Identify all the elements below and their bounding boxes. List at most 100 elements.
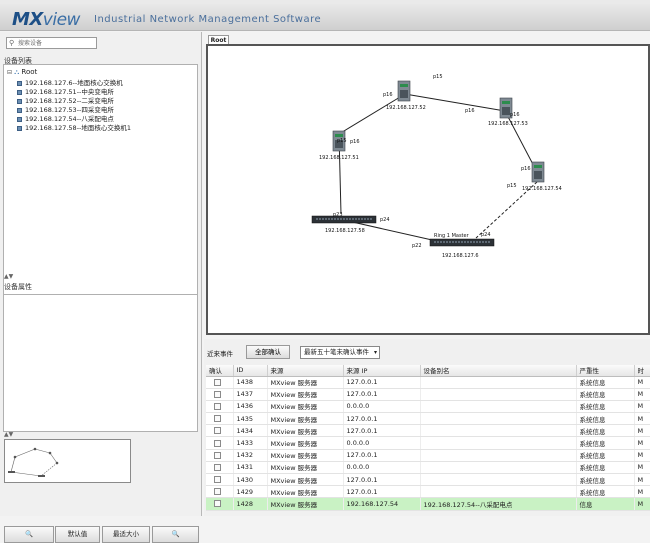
confirm-checkbox[interactable] [214, 427, 221, 435]
confirm-checkbox[interactable] [214, 500, 221, 508]
confirm-checkbox[interactable] [214, 439, 221, 447]
confirm-checkbox[interactable] [214, 378, 221, 386]
properties-panel [3, 294, 198, 432]
event-filter-select[interactable]: 最新五十笔未确认事件 ▾ [300, 346, 380, 359]
tree-item-device[interactable]: 192.168.127.6--地面核心交换机 [17, 77, 123, 87]
zoom-in-button[interactable]: 🔍 [4, 526, 54, 543]
tab-root[interactable]: Root [208, 35, 229, 45]
node-label: 192.168.127.53 [488, 121, 528, 127]
cell-alias [420, 424, 577, 438]
confirm-checkbox[interactable] [214, 390, 221, 398]
confirm-checkbox[interactable] [214, 451, 221, 459]
left-panel: ⚲ 设备列表 ⊟ ⛬ Root 192.168.127.6--地面核心交换机 1… [0, 32, 202, 543]
device-192-168-127-51[interactable] [332, 130, 346, 152]
col-id[interactable]: ID [233, 365, 268, 377]
tree-root[interactable]: ⊟ ⛬ Root [7, 68, 37, 77]
tree-item-device[interactable]: 192.168.127.52--二采变电所 [17, 95, 114, 105]
cell-id: 1434 [233, 424, 268, 438]
switch-icon [17, 125, 22, 131]
splitter-arrows-icon[interactable]: ▲▼ [4, 431, 14, 438]
collapse-icon[interactable]: ⊟ [7, 69, 13, 76]
port-label: p22 [412, 243, 422, 249]
event-filter-value: 最新五十笔未确认事件 [304, 348, 369, 356]
cell-id: 1432 [233, 449, 268, 462]
cell-time: M [634, 485, 650, 499]
cell-ip: 127.0.0.1 [343, 376, 421, 389]
cell-time: M [634, 449, 650, 462]
node-label: 192.168.127.6 [442, 253, 479, 259]
app-subtitle: Industrial Network Management Software [94, 14, 322, 25]
search-input[interactable] [18, 39, 94, 48]
cell-alias [420, 473, 577, 487]
confirm-checkbox[interactable] [214, 402, 221, 410]
default-zoom-button[interactable]: 默认值 [55, 526, 100, 543]
tree-item-device[interactable]: 192.168.127.51--中央变电所 [17, 86, 114, 96]
confirm-checkbox[interactable] [214, 415, 221, 423]
cell-id: 1430 [233, 473, 268, 487]
cell-ip: 127.0.0.1 [343, 424, 421, 438]
cell-id: 1433 [233, 436, 268, 450]
zoom-out-button[interactable]: 🔍 [152, 526, 199, 543]
cell-alias [420, 485, 577, 499]
link-58-6[interactable] [347, 220, 442, 243]
link-53-54[interactable] [504, 110, 538, 173]
confirm-checkbox[interactable] [214, 476, 221, 484]
fit-size-button[interactable]: 最适大小 [102, 526, 150, 543]
splitter-arrows-icon[interactable]: ▲▼ [4, 273, 14, 280]
col-source[interactable]: 来源 [267, 365, 344, 377]
col-severity[interactable]: 严重性 [576, 365, 635, 377]
cell-id: 1435 [233, 412, 268, 426]
col-alias[interactable]: 设备别名 [420, 365, 577, 377]
cell-ip: 0.0.0.0 [343, 436, 421, 450]
topology-view[interactable]: 192.168.127.52 192.168.127.53 192.168.12… [206, 44, 650, 335]
tree-item-device[interactable]: 192.168.127.58--地面核心交换机1 [17, 122, 131, 132]
switch-icon [17, 116, 22, 122]
confirm-checkbox[interactable] [214, 488, 221, 496]
node-label: 192.168.127.51 [319, 155, 359, 161]
device-search[interactable]: ⚲ [6, 37, 97, 49]
topology-minimap[interactable] [4, 439, 131, 483]
cell-source: MXview 服务器 [267, 497, 344, 511]
cell-alias [420, 400, 577, 414]
cell-severity: 系统信息 [576, 473, 635, 487]
device-192-168-127-52[interactable] [397, 80, 411, 102]
cell-confirm [206, 424, 234, 438]
cell-alias [420, 449, 577, 462]
cell-ip: 127.0.0.1 [343, 473, 421, 487]
port-label: p15 [507, 183, 517, 189]
confirm-all-button[interactable]: 全部确认 [246, 345, 290, 359]
confirm-checkbox[interactable] [214, 463, 221, 471]
link-54-6-ring[interactable] [475, 181, 538, 239]
device-192-168-127-53[interactable] [499, 97, 513, 119]
device-192-168-127-58[interactable] [311, 215, 377, 224]
cell-source: MXview 服务器 [267, 400, 344, 414]
link-52-53[interactable] [404, 93, 506, 112]
cell-source: MXview 服务器 [267, 449, 344, 462]
device-192-168-127-6[interactable] [429, 238, 495, 247]
col-time[interactable]: 时 [634, 365, 650, 377]
col-confirm[interactable]: 确认 [206, 365, 234, 377]
link-52-51[interactable] [338, 93, 406, 135]
cell-alias [420, 461, 577, 475]
device-192-168-127-54[interactable] [531, 161, 545, 183]
cell-ip: 127.0.0.1 [343, 412, 421, 426]
switch-icon [17, 107, 22, 113]
col-source-ip[interactable]: 来源 IP [343, 365, 421, 377]
cell-id: 1437 [233, 388, 268, 401]
cell-source: MXview 服务器 [267, 412, 344, 426]
tree-item-device[interactable]: 192.168.127.54--八采配电点 [17, 113, 114, 123]
cell-ip: 127.0.0.1 [343, 485, 421, 499]
tree-item-device[interactable]: 192.168.127.53--四采变电所 [17, 104, 114, 114]
cell-severity: 系统信息 [576, 485, 635, 499]
